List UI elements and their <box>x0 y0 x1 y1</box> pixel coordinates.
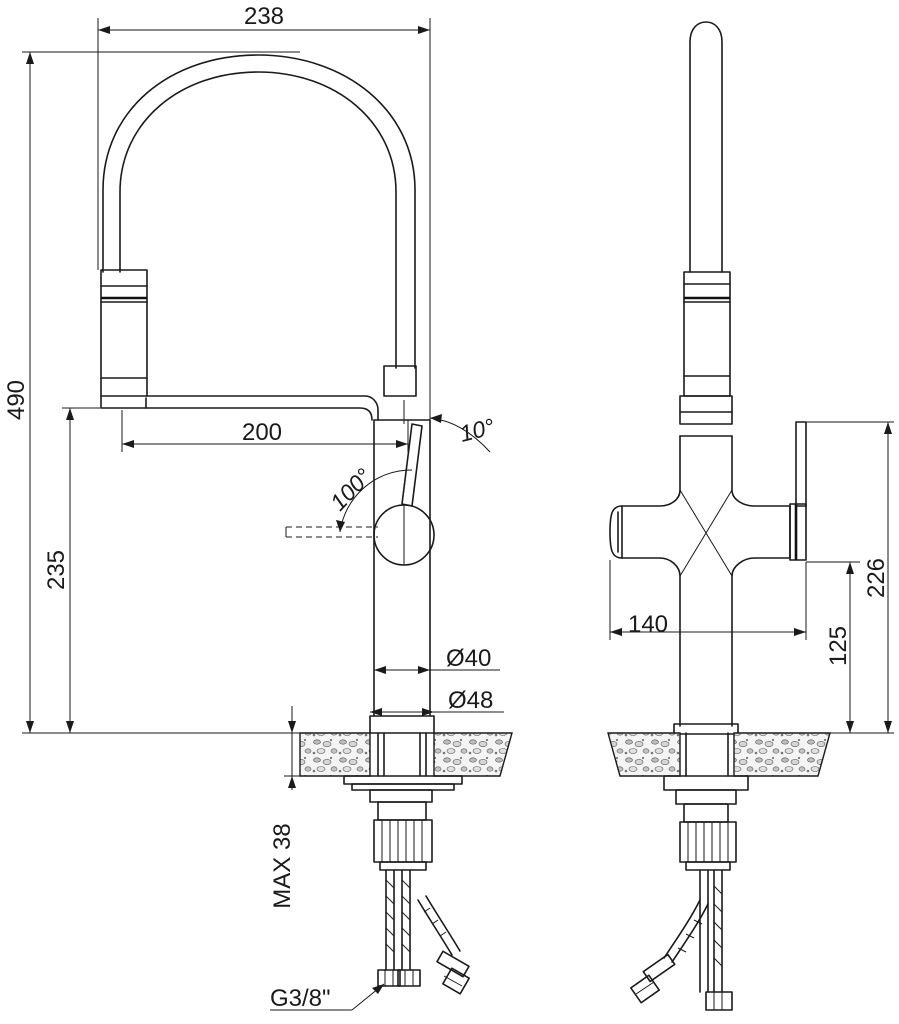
dim-base-diameter: Ø48 <box>448 687 493 714</box>
dim-spout-height: 235 <box>43 550 70 590</box>
dim-body-diameter: Ø40 <box>446 645 491 672</box>
front-view <box>22 18 513 1011</box>
dim-height-overall: 490 <box>3 380 30 420</box>
dim-side-reach: 140 <box>628 611 668 638</box>
dim-lever-swing: 100° <box>325 463 377 515</box>
dim-width-overall: 238 <box>244 3 284 30</box>
dim-side-spout-height: 125 <box>825 626 852 666</box>
dim-handle-height: 226 <box>863 558 890 598</box>
dim-thread-size: G3/8" <box>270 985 331 1012</box>
dim-spout-reach: 200 <box>242 419 282 446</box>
dim-lever-tilt: 10° <box>457 413 497 447</box>
dim-max-countertop: MAX 38 <box>269 823 296 908</box>
side-view <box>607 21 894 1011</box>
